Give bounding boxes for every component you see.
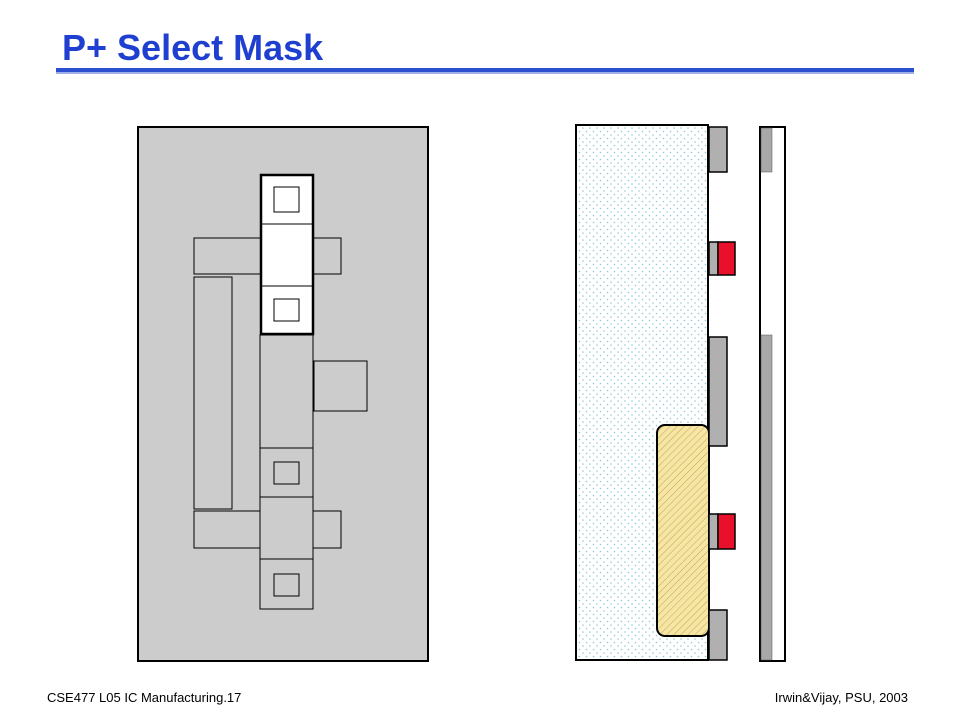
contact-square [273,461,300,485]
slide-title: P+ Select Mask [62,27,324,68]
gray-layer-block [708,241,719,276]
gray-layer-block [708,609,728,661]
contact-square [273,298,300,322]
p-plus-implant-red [717,241,736,276]
layout-top-view [137,126,429,662]
mask-strip-opaque [760,334,773,661]
metal-pad-right [313,360,368,412]
gray-layer-block [708,126,728,173]
gray-layer-block [708,336,728,447]
contact-square [273,186,300,213]
n-well-region [656,424,710,637]
cross-section-view [575,124,786,662]
p-plus-implant-red [717,513,736,550]
title-underline [56,68,914,74]
gray-layer-block [708,513,719,550]
mask-strip-opaque [760,127,773,173]
contact-square [273,573,300,597]
footer-authors: Irwin&Vijay, PSU, 2003 [774,690,908,705]
footer-course-info: CSE477 L05 IC Manufacturing.17 [47,690,242,705]
metal-strip-left [193,276,233,510]
